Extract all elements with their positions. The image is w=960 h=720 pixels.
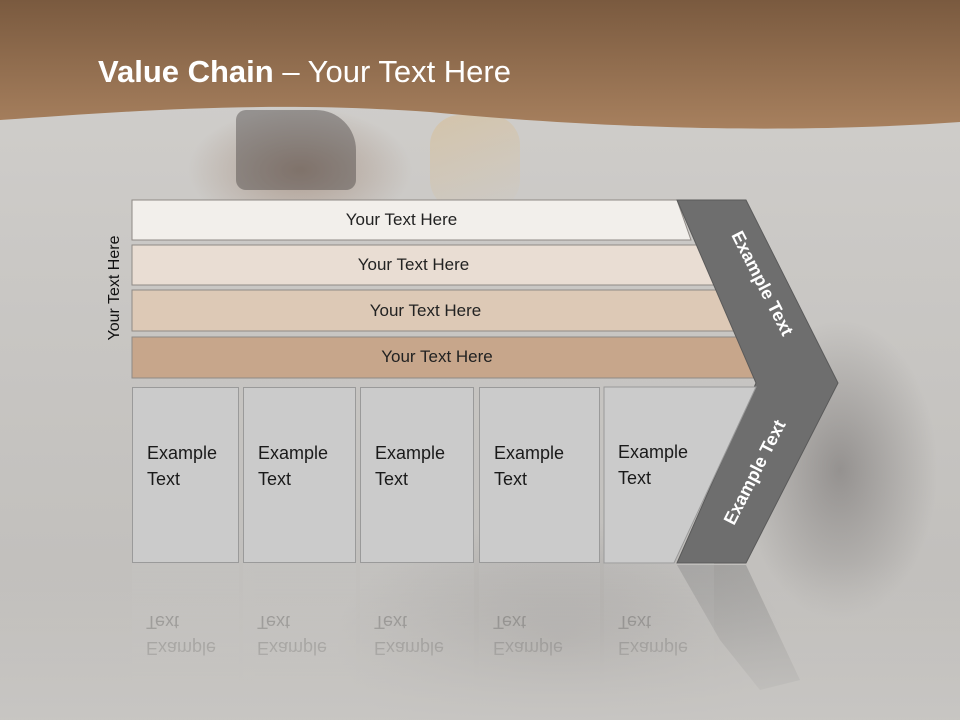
column-3-line2: Text (375, 469, 409, 489)
column-1: Example Text (132, 387, 239, 563)
column-4-line1: Example (494, 443, 565, 463)
bar-1-label: Your Text Here (345, 210, 458, 229)
bar-1: Your Text Here (132, 200, 691, 240)
bar-2: Your Text Here (132, 245, 715, 285)
column-5-line2: Text (618, 468, 652, 488)
column-2-line1: Example (258, 443, 329, 463)
column-5: Example Text (604, 387, 714, 563)
reflection-area: Example Text Example Text Example Text E… (0, 563, 960, 720)
reflection-fade (0, 563, 960, 720)
bar-shape-1 (131, 199, 692, 241)
column-4: Example Text (479, 387, 600, 563)
slide-title: Value Chain – Your Text Here (98, 54, 511, 90)
column-2: Example Text (243, 387, 356, 563)
column-3: Example Text (360, 387, 474, 563)
background-figure-shoulder (236, 110, 356, 190)
bar-4: Your Text Here (132, 337, 762, 377)
title-bold-part: Value Chain (98, 54, 274, 89)
bar-3: Your Text Here (132, 291, 739, 331)
column-1-line2: Text (147, 469, 181, 489)
header-wave-band (0, 0, 960, 129)
bar-3-label: Your Text Here (369, 301, 482, 320)
column-2-line2: Text (258, 469, 292, 489)
column-1-line1: Example (147, 443, 218, 463)
column-3-line1: Example (375, 443, 446, 463)
title-rest-part: – Your Text Here (273, 54, 511, 89)
background-figure-hair (430, 115, 520, 210)
column-5-line1: Example (618, 442, 689, 462)
column-4-line2: Text (494, 469, 528, 489)
bar-2-label: Your Text Here (357, 255, 470, 274)
bar-4-label: Your Text Here (381, 347, 493, 366)
